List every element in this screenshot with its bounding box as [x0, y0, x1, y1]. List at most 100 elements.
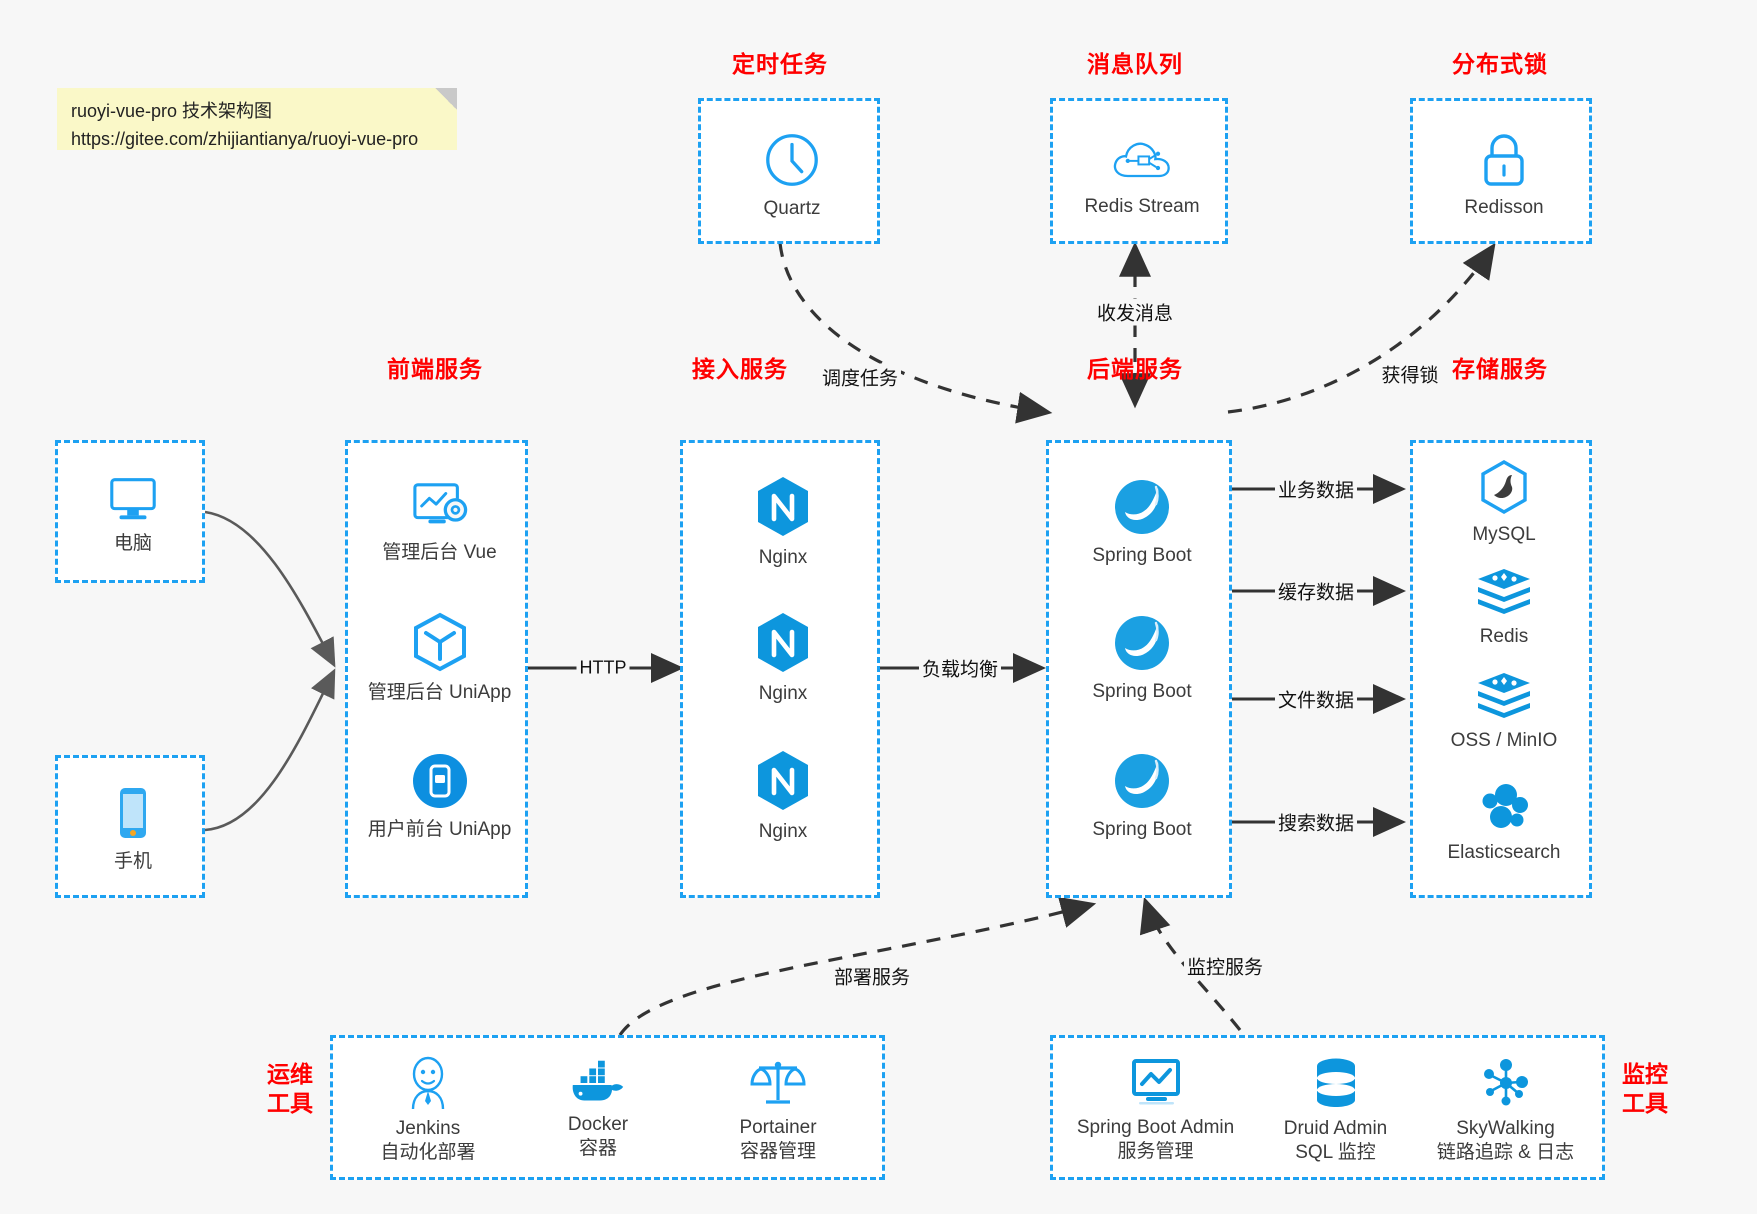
node-user-uniapp[interactable]: 用户前台 UniApp [348, 731, 531, 861]
node-label: Portainer [739, 1116, 817, 1138]
nginx-icon [758, 751, 808, 811]
cloud-network-icon [1113, 142, 1170, 178]
group-title-message-queue: 消息队列 [1087, 51, 1183, 77]
node-label: Nginx [758, 821, 808, 843]
node-redis-stream[interactable]: Redis Stream [1053, 115, 1231, 235]
group-box-scheduler: Quartz [698, 98, 880, 244]
node-label: 管理后台 Vue [382, 542, 497, 564]
node-nginx-2[interactable]: Nginx [683, 593, 883, 723]
node-druid-admin[interactable]: Druid Admin SQL 监控 [1253, 1050, 1418, 1170]
node-spring-boot-1[interactable]: Spring Boot [1049, 457, 1235, 587]
group-title-storage: 存储服务 [1452, 356, 1548, 382]
node-label: Jenkins [395, 1117, 461, 1139]
node-label: MySQL [1472, 524, 1536, 546]
node-label: Redisson [1464, 197, 1544, 219]
node-oss-minio[interactable]: OSS / MinIO [1413, 659, 1595, 763]
desktop-icon [110, 478, 156, 520]
node-label: 电脑 [113, 533, 152, 555]
node-spring-boot-admin[interactable]: Spring Boot Admin 服务管理 [1058, 1050, 1253, 1170]
node-docker[interactable]: Docker 容器 [513, 1050, 683, 1170]
group-box-message-queue: Redis Stream [1050, 98, 1228, 244]
node-label: Nginx [758, 547, 808, 569]
node-label: 用户前台 UniApp [367, 819, 512, 841]
hexagon-cube-icon [413, 612, 466, 672]
group-box-client-desktop: 电脑 [55, 440, 205, 583]
monitoring-title-line1: 监控 [1622, 1061, 1668, 1087]
spring-leaf-icon [1115, 754, 1169, 809]
group-box-backend: Spring Boot Spring Boot Spring Boot [1046, 440, 1232, 898]
group-box-distributed-lock: Redisson [1410, 98, 1592, 244]
devops-title-line1: 运维 [267, 1061, 313, 1087]
edge-label-schedule-task: 调度任务 [818, 363, 902, 391]
node-sublabel: 容器管理 [739, 1140, 816, 1162]
node-label: Druid Admin [1283, 1117, 1388, 1139]
node-sublabel: SQL 监控 [1295, 1141, 1376, 1163]
node-label: Docker [567, 1113, 629, 1135]
note-text: ruoyi-vue-pro 技术架构图 https://gitee.com/zh… [71, 98, 418, 154]
monitor-chart-icon [1131, 1058, 1180, 1105]
redis-stack-icon [1478, 673, 1530, 719]
node-sublabel: 服务管理 [1117, 1140, 1194, 1162]
node-spring-boot-3[interactable]: Spring Boot [1049, 731, 1235, 861]
devops-title-line2: 工具 [267, 1089, 313, 1116]
group-box-gateway: Nginx Nginx Nginx [680, 440, 880, 898]
edge-label-file-data: 文件数据 [1274, 685, 1358, 713]
edge-label-acquire-lock: 获得锁 [1378, 360, 1442, 388]
nginx-icon [758, 477, 808, 537]
node-admin-uniapp[interactable]: 管理后台 UniApp [348, 593, 531, 723]
group-box-monitoring: Spring Boot Admin 服务管理 Druid Admin SQL 监… [1050, 1035, 1605, 1180]
node-label: Elasticsearch [1447, 842, 1561, 864]
spring-leaf-icon [1115, 616, 1169, 671]
node-elasticsearch[interactable]: Elasticsearch [1413, 767, 1595, 877]
spring-leaf-icon [1115, 480, 1169, 535]
group-title-devops: 运维 工具 [255, 1060, 325, 1118]
node-redis[interactable]: Redis [1413, 555, 1595, 659]
monitor-gear-icon [412, 483, 467, 524]
node-sublabel: 链路追踪 & 日志 [1436, 1141, 1575, 1163]
group-title-frontend: 前端服务 [387, 356, 483, 382]
node-label: Redis Stream [1084, 196, 1200, 218]
node-quartz[interactable]: Quartz [701, 115, 883, 235]
node-nginx-3[interactable]: Nginx [683, 731, 883, 861]
node-redisson[interactable]: Redisson [1413, 115, 1595, 235]
node-mysql[interactable]: MySQL [1413, 451, 1595, 555]
node-label: Redis [1479, 626, 1529, 648]
node-label: Spring Boot [1092, 819, 1192, 841]
node-nginx-1[interactable]: Nginx [683, 457, 883, 587]
node-desktop[interactable]: 电脑 [58, 455, 208, 573]
edge-label-send-receive-message: 收发消息 [1093, 298, 1177, 326]
group-title-backend: 后端服务 [1087, 356, 1183, 382]
node-portainer[interactable]: Portainer 容器管理 [683, 1050, 873, 1170]
edge-label-cache-data: 缓存数据 [1274, 577, 1358, 605]
node-label: Spring Boot Admin [1076, 1116, 1235, 1138]
mysql-dolphin-icon [1481, 460, 1527, 515]
node-label: Quartz [763, 198, 821, 220]
node-label: OSS / MinIO [1450, 730, 1558, 752]
node-phone[interactable]: 手机 [58, 770, 208, 888]
note-title: ruoyi-vue-pro 技术架构图 [71, 101, 273, 121]
node-skywalking[interactable]: SkyWalking 链路追踪 & 日志 [1408, 1050, 1603, 1170]
node-jenkins[interactable]: Jenkins 自动化部署 [343, 1050, 513, 1170]
node-admin-vue[interactable]: 管理后台 Vue [348, 457, 531, 587]
node-sublabel: 容器 [578, 1137, 617, 1159]
clock-icon [766, 134, 818, 186]
node-label: Spring Boot [1092, 545, 1192, 567]
node-label: Spring Boot [1092, 681, 1192, 703]
monitoring-title-line2: 工具 [1622, 1089, 1668, 1116]
edge-label-load-balance: 负载均衡 [918, 654, 1002, 682]
group-box-devops: Jenkins 自动化部署 Docker 容器 [330, 1035, 885, 1180]
node-sublabel: 自动化部署 [380, 1141, 476, 1163]
group-box-client-phone: 手机 [55, 755, 205, 898]
lock-icon [1484, 134, 1524, 186]
note-fold-corner [435, 88, 457, 110]
redis-stack-icon [1478, 569, 1530, 615]
jenkins-butler-icon [411, 1056, 445, 1109]
nginx-icon [758, 613, 808, 673]
group-box-frontend: 管理后台 Vue 管理后台 UniApp 用户前台 UniApp [345, 440, 528, 898]
group-box-storage: MySQL Redis OSS / MinIO [1410, 440, 1592, 898]
edge-label-http: HTTP [576, 657, 630, 679]
node-spring-boot-2[interactable]: Spring Boot [1049, 593, 1235, 723]
mobile-app-icon [412, 754, 467, 809]
edge-label-search-data: 搜索数据 [1274, 808, 1358, 836]
phone-icon [120, 788, 146, 839]
